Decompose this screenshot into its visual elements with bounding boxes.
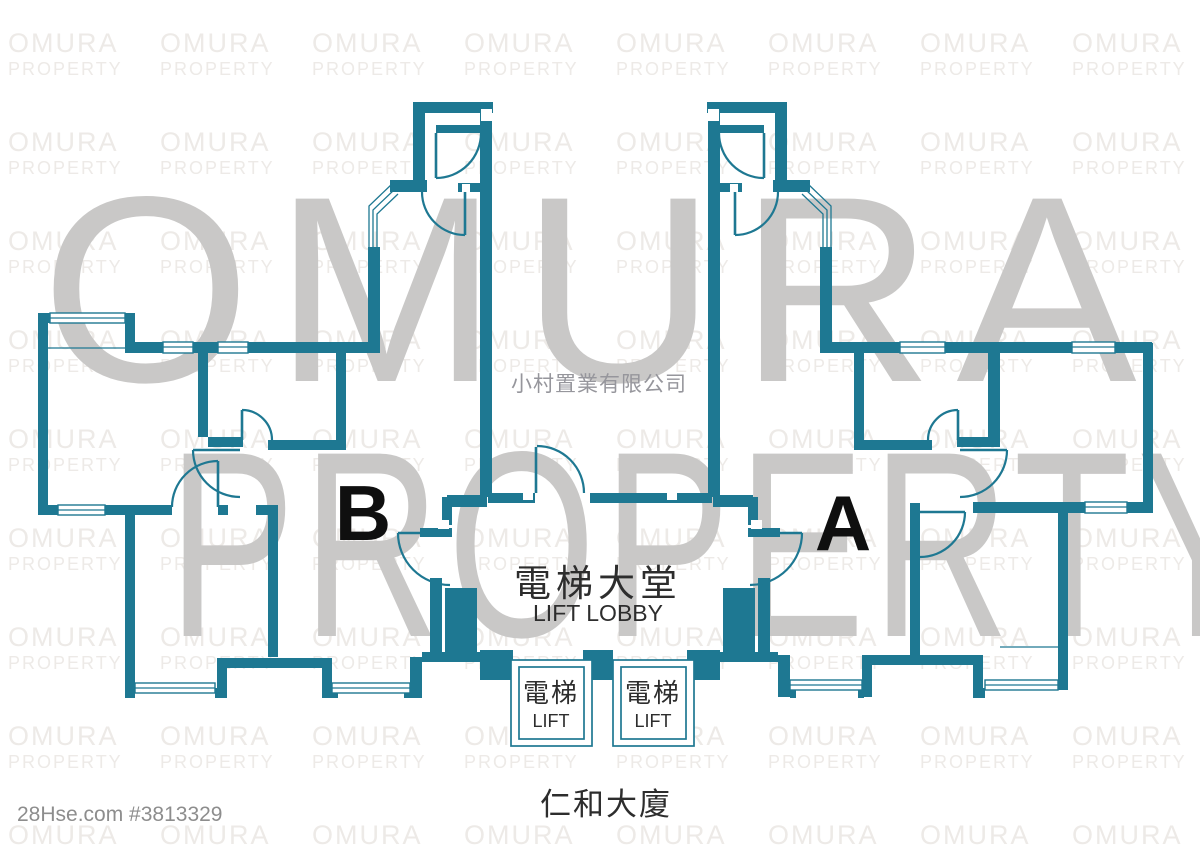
lift-shaft-2 [612,659,695,747]
lift-lobby-label-zh: 電梯大堂 [514,563,682,604]
doors-group [170,132,1009,587]
lift-lobby-label-en: LIFT LOBBY [533,600,663,626]
building-name: 仁和大廈 [540,787,672,822]
agency-watermark: 小村置業有限公司 [511,373,687,396]
walls-group [38,102,1153,698]
lift-1-label-zh: 電梯 [523,678,579,708]
unit-a-label: A [815,479,871,567]
lift-1-label-en: LIFT [532,711,569,731]
listing-ref: 28Hse.com #3813329 [17,803,222,826]
lift-2-label-en: LIFT [634,711,671,731]
lift-shaft-1 [510,659,593,747]
unit-b-label: B [335,469,391,557]
lift-2-label-zh: 電梯 [625,678,681,708]
wall-notches [438,109,762,529]
windows-group [48,183,1128,694]
